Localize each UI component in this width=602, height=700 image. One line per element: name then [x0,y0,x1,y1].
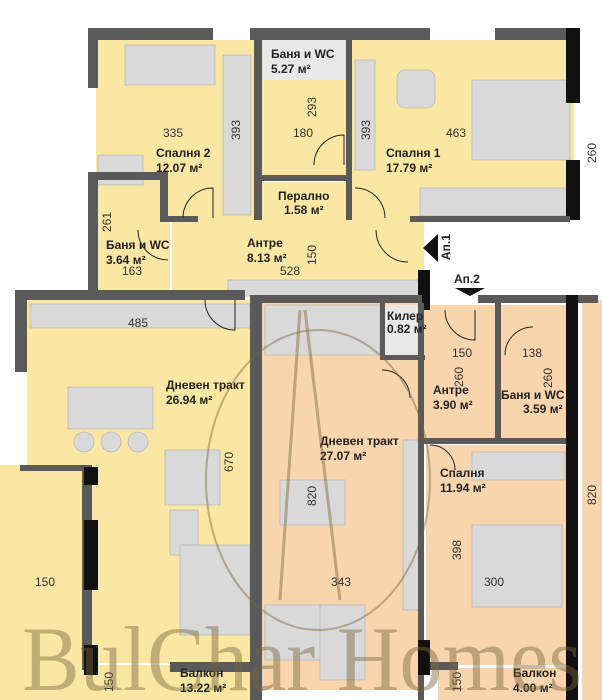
dimension: 393 [359,120,373,140]
hall2-floor [420,305,496,440]
balcony2-floor [438,668,578,700]
balcony-left [0,465,82,700]
hall2-name: Антре [433,383,469,397]
hall1-area: 8.13 м² [247,251,287,265]
dimension: 335 [163,126,183,140]
dimension: 150 [305,245,319,265]
bath2-floor [500,305,570,440]
watermark-logo: BulChar Homes [22,309,582,700]
walls [15,28,598,700]
bedroom-name: Спалня [440,466,484,480]
dimension: 260 [541,368,555,388]
doors [137,134,534,471]
apartment-1-marker: Ап.1 [439,234,453,260]
laundry-floor [262,182,348,218]
right-edge-floor [582,300,602,700]
living1-name: Дневен тракт [166,378,245,392]
dimension: 485 [128,316,148,330]
dimension: 463 [446,126,466,140]
dimension: 398 [450,540,464,560]
bedroom-area: 11.94 м² [440,481,486,495]
dimension: 820 [305,486,319,506]
dimension: 150 [450,672,464,692]
dimension: 260 [585,143,599,163]
bath-left-area: 3.64 м² [106,253,146,267]
laundry-area: 1.58 м² [284,203,324,217]
bedroom1-name: Спалня 1 [386,146,441,160]
bedroom1-area: 17.79 м² [386,161,432,175]
dimension: 163 [122,264,142,278]
living2-area: 27.07 м² [320,449,366,463]
dimension: 300 [484,575,504,589]
dimension: 150 [102,672,116,692]
hall1-name: Антре [247,236,283,250]
arrow-down-icon [455,288,485,296]
pantry-floor [384,305,418,355]
bath-left-name: Баня и WC [106,238,170,252]
watermark-text: BulChar Homes [22,608,582,700]
balcony1-name: Балкон [180,666,223,680]
dimension: 150 [452,346,472,360]
dimension: 393 [229,120,243,140]
pantry-area: 0.82 м² [387,322,427,336]
apartment-markers: Ап.1 Ап.2 [423,234,485,296]
bath-top-tiles [262,80,348,175]
pantry-name: Килер [387,309,423,323]
living2-name: Дневен тракт [320,434,399,448]
dimension: 138 [522,346,542,360]
dimension: 293 [305,97,319,117]
dimension: 820 [585,485,599,505]
furniture [29,44,574,681]
dimension: 528 [280,264,300,278]
dimension: 150 [35,575,55,589]
dimension: 343 [331,575,351,589]
bedroom2-area: 12.07 м² [156,161,202,175]
dimension: 180 [293,126,313,140]
laundry-name: Перално [278,189,330,203]
dimension: 670 [222,452,236,472]
room-labels: Спалня 2 12.07 м² Баня и WC 5.27 м² Спал… [106,47,565,695]
bath-top-name: Баня и WC [271,47,335,61]
dimension: 260 [452,367,466,387]
arrow-left-icon [423,234,438,262]
bath2-name: Баня и WC [501,388,565,402]
dimension-labels: 335 393 293 180 393 463 260 261 163 528 … [35,97,599,692]
bath2-area: 3.59 м² [523,402,563,416]
dimension: 261 [100,212,114,232]
bath-top-area: 5.27 м² [271,62,311,76]
apartment-2-marker: Ап.2 [454,272,480,286]
balcony2-name: Балкон [513,666,556,680]
living1-area: 26.94 м² [166,393,212,407]
bedroom2-name: Спалня 2 [156,146,211,160]
bath-left-floor [98,180,170,296]
balcony2-area: 4.00 м² [513,681,553,695]
hall2-area: 3.90 м² [433,398,473,412]
balcony1-area: 13.22 м² [180,681,226,695]
